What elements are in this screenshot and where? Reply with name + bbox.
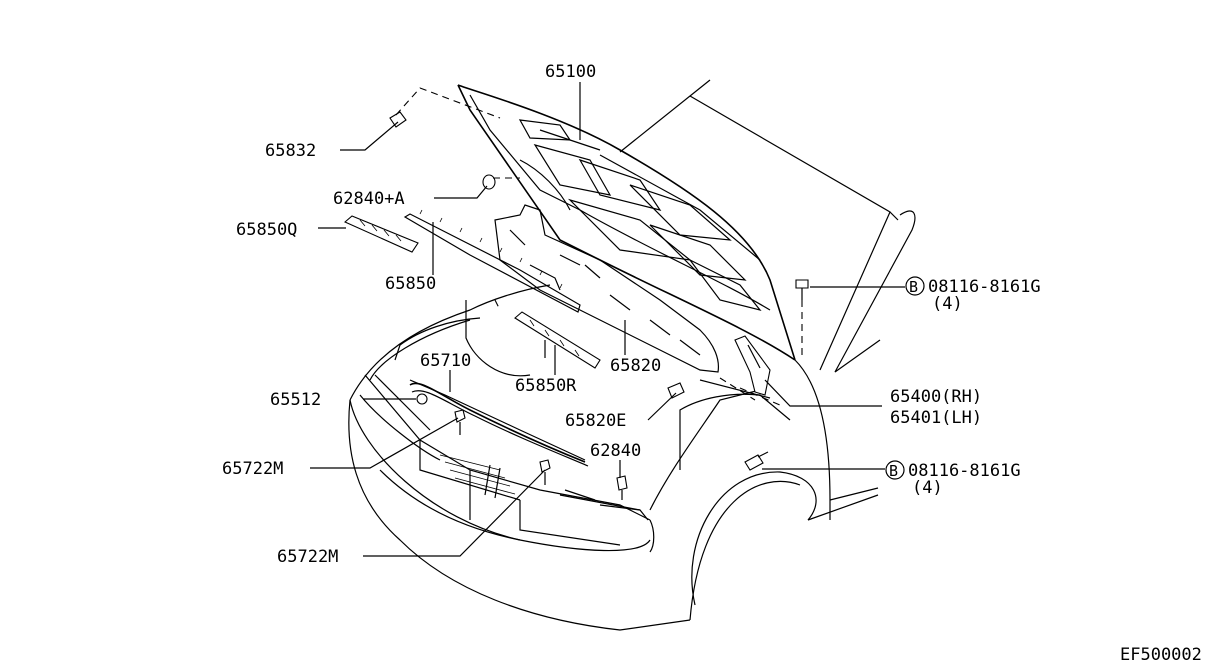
bolt-marker-top-letter: B [909, 278, 918, 296]
label-bolt-top-qty: (4) [932, 294, 963, 314]
label-65100: 65100 [545, 62, 596, 82]
car-body [348, 79, 916, 631]
label-65832: 65832 [265, 141, 316, 161]
hood-insulator [494, 204, 720, 373]
bolt-marker-bottom [885, 460, 905, 480]
clip-65722m-top [454, 409, 466, 423]
bumper-62840a [482, 174, 496, 190]
bolt-top-icon [795, 279, 809, 289]
label-65722m-top: 65722M [222, 459, 283, 479]
label-62840a: 62840+A [333, 189, 405, 209]
bolt-marker-bottom-letter: B [889, 462, 898, 480]
seal-65850r [514, 311, 601, 369]
seal-65850q [343, 215, 419, 253]
label-65401: 65401(LH) [890, 408, 982, 428]
label-65850r: 65850R [515, 376, 577, 396]
label-bolt-top-code: 08116-8161G [928, 277, 1041, 297]
label-65850q: 65850Q [236, 220, 297, 240]
hood-seal [403, 209, 581, 313]
bolt-markers: B B [885, 276, 925, 480]
label-65820: 65820 [610, 356, 661, 376]
label-65722m-bottom: 65722M [277, 547, 338, 567]
plug-65832 [389, 111, 407, 128]
guide-lines [395, 87, 520, 311]
label-65512: 65512 [270, 390, 321, 410]
bolt-marker-top [905, 276, 925, 296]
figure-code: EF500002 [1120, 645, 1202, 665]
label-bolt-bottom-qty: (4) [912, 478, 943, 498]
leader-lines [310, 82, 905, 557]
label-65710: 65710 [420, 351, 471, 371]
clip-65722m-bottom [539, 459, 551, 473]
label-62840: 62840 [590, 441, 641, 461]
grommet-65512 [416, 393, 428, 405]
bumper-62840 [616, 475, 628, 491]
fasteners [389, 111, 809, 500]
clip-65820e [667, 382, 685, 399]
label-65820e: 65820E [565, 411, 626, 431]
hinge-65400 [734, 335, 771, 396]
label-65850: 65850 [385, 274, 436, 294]
hood-panel [457, 84, 796, 361]
label-65400: 65400(RH) [890, 387, 982, 407]
label-bolt-bottom-code: 08116-8161G [908, 461, 1021, 481]
bolt-bottom-icon [744, 454, 764, 471]
hood-rod [409, 382, 589, 467]
part-labels: 65100 65832 62840+A 65850Q 65850 65710 6… [222, 62, 1202, 665]
